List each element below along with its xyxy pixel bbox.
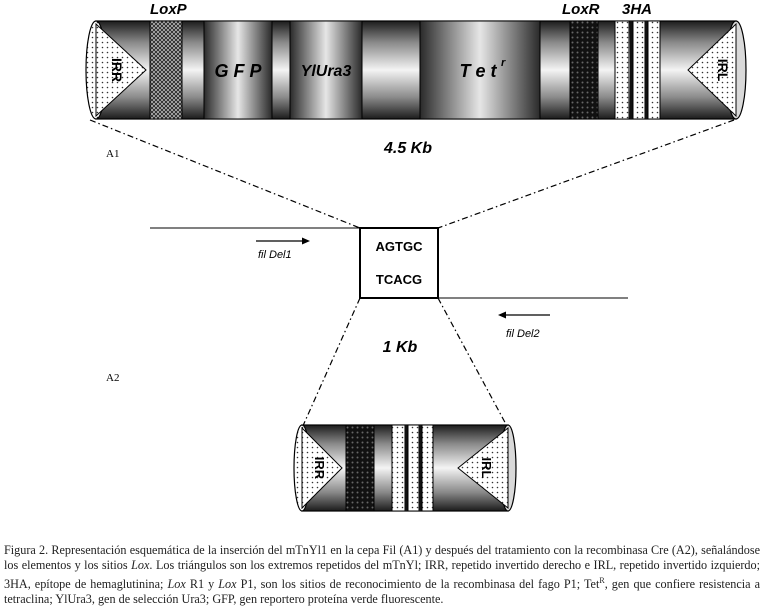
a2-projection-left (301, 297, 361, 429)
panel-label-a1: A1 (106, 148, 119, 160)
a1-label-irl: IRL (715, 59, 731, 82)
primer-fwd-arrowhead (302, 237, 310, 245)
a1-label-3ha: 3HA (622, 1, 652, 18)
a1-irr-triangle (95, 22, 147, 118)
ha-band-1 (614, 20, 630, 120)
a2-label-irr: IRR (312, 457, 327, 480)
ha-band-3 (647, 20, 661, 120)
a2-label-irl: IRL (479, 458, 494, 479)
a1-label-loxp: LoxP (150, 1, 188, 18)
a2-ha-band-2 (407, 424, 420, 512)
caption-text-5: , gen que confiere resistencia a tetracl… (4, 577, 760, 607)
caption-text-1: Figura 2. Representación esquemática de … (4, 543, 760, 572)
a2-ha-divider-1 (405, 425, 408, 511)
primer-rev-label: fil Del2 (506, 328, 540, 340)
seq-top: AGTGC (376, 239, 424, 254)
a1-ylura3-segment (289, 20, 363, 120)
a1-3ha-bands (614, 20, 661, 120)
caption-text-4: P1, son los sitios de reconocimiento de … (236, 577, 600, 592)
panel-label-a2: A2 (106, 372, 119, 384)
a1-irl-triangle (687, 22, 737, 118)
primer-fwd-label: fil Del1 (258, 249, 292, 261)
caption-text-3: R1 y (185, 577, 219, 592)
a2-3ha-bands (391, 424, 434, 512)
a1-label-irr: IRR (109, 58, 125, 82)
seq-bottom: TCACG (376, 272, 422, 287)
a1-projection-right (437, 119, 735, 229)
a1-loxp-segment (149, 20, 183, 120)
a1-label-tet-sup: r (501, 57, 506, 69)
a2-size-label: 1 Kb (383, 339, 418, 356)
construct-a1: LoxP LoxR 3HA IRR G F P YlUra3 T e t r I… (85, 1, 747, 120)
a2-ha-divider-2 (419, 425, 422, 511)
insertion-site: AGTGC TCACG fil Del1 fil Del2 (150, 227, 628, 340)
a2-projection-right (437, 297, 509, 429)
a1-label-tet: T e t (459, 61, 497, 81)
caption-lox-1: Lox (131, 558, 150, 572)
ha-divider-2 (645, 21, 648, 119)
ha-band-2 (632, 20, 646, 120)
caption-lox-2: Lox (167, 577, 186, 592)
a1-projection-left (89, 119, 361, 229)
a2-irr-triangle (301, 426, 343, 510)
a1-loxr-segment (569, 20, 599, 120)
caption-text-2: . Los triángulos son los extremos repeti… (4, 558, 761, 592)
target-site-box (359, 227, 439, 299)
construct-a2: IRR IRL (293, 424, 517, 512)
figure-caption: Figura 2. Representación esquemática de … (4, 543, 760, 607)
a1-size-label: 4.5 Kb (383, 140, 432, 157)
a1-label-gfp: G F P (214, 61, 262, 81)
a1-label-ylura3: YlUra3 (301, 63, 352, 80)
a2-ha-band-1 (391, 424, 406, 512)
a2-lox-segment (345, 424, 375, 512)
a2-irl-triangle (457, 426, 509, 510)
primer-rev-arrowhead (498, 311, 506, 319)
a1-gfp-segment (203, 20, 273, 120)
caption-superscript: R (599, 576, 605, 585)
ha-divider-1 (630, 21, 633, 119)
caption-lox-3: Lox (218, 577, 237, 592)
diagram-canvas: LoxP LoxR 3HA IRR G F P YlUra3 T e t r I… (85, 1, 747, 512)
a1-label-loxr: LoxR (562, 1, 600, 18)
a2-ha-band-3 (421, 424, 434, 512)
a1-tet-segment (419, 20, 541, 120)
